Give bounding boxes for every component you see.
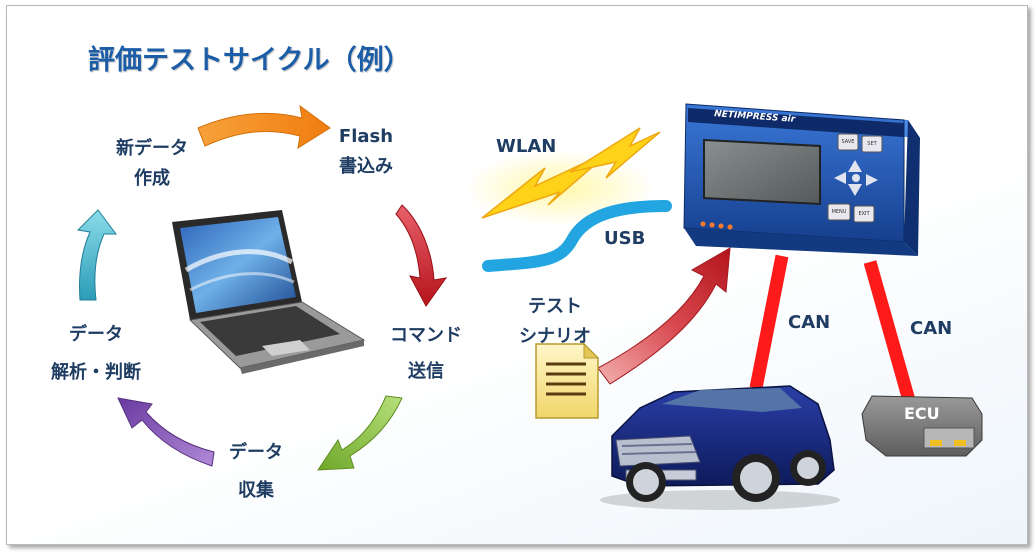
label-scenario-line2: シナリオ — [519, 326, 591, 347]
label-collect-line2: 収集 — [238, 480, 274, 501]
label-wlan: WLAN — [496, 136, 557, 157]
arrow-scenario-to-device — [597, 247, 731, 385]
label-new-data-line1: 新データ — [116, 138, 188, 159]
label-flash-line2: 書込み — [339, 156, 393, 177]
device-button-save: SAVE — [841, 139, 855, 145]
label-new-data-line2: 作成 — [134, 168, 170, 189]
label-scenario: テスト シナリオ — [500, 292, 610, 352]
label-command-line1: コマンド — [390, 325, 462, 346]
can-cable-ecu — [863, 260, 917, 406]
label-collect: データ 収集 — [206, 434, 306, 510]
label-can-car: CAN — [788, 312, 831, 333]
label-new-data: 新データ 作成 — [102, 134, 202, 194]
label-command: コマンド 送信 — [376, 318, 476, 390]
label-flash-line1: Flash — [338, 126, 394, 147]
can-cable-car — [749, 254, 789, 390]
page-title: 評価テストサイクル（例） — [88, 45, 411, 76]
label-analyze: データ 解析・判断 — [36, 316, 156, 392]
device-button-exit: EXIT — [858, 211, 870, 217]
ecu-label: ECU — [904, 404, 940, 423]
arrow-analyze-to-new — [76, 209, 117, 301]
diagram-frame — [6, 5, 1028, 545]
arrow-command-to-collect — [317, 395, 403, 471]
laptop-icon — [172, 210, 366, 374]
label-usb: USB — [604, 228, 646, 249]
usb-cable — [482, 200, 672, 272]
label-analyze-line1: データ — [69, 324, 123, 345]
scenario-document-icon — [535, 342, 600, 419]
label-collect-line1: データ — [229, 442, 283, 463]
car-icon — [600, 385, 840, 510]
label-flash: Flash 書込み — [316, 122, 416, 182]
label-scenario-line1: テスト — [528, 296, 582, 317]
label-can-ecu: CAN — [910, 318, 953, 339]
label-command-line2: 送信 — [408, 361, 444, 382]
device-button-set: SET — [867, 141, 877, 147]
arrow-collect-to-analyze — [117, 397, 215, 467]
netimpress-device — [683, 103, 920, 256]
arrow-new-to-flash — [197, 104, 331, 150]
ecu-icon — [861, 395, 983, 457]
label-analyze-line2: 解析・判断 — [51, 362, 141, 383]
arrow-flash-to-command — [395, 204, 448, 307]
device-button-menu: MENU — [831, 209, 847, 215]
